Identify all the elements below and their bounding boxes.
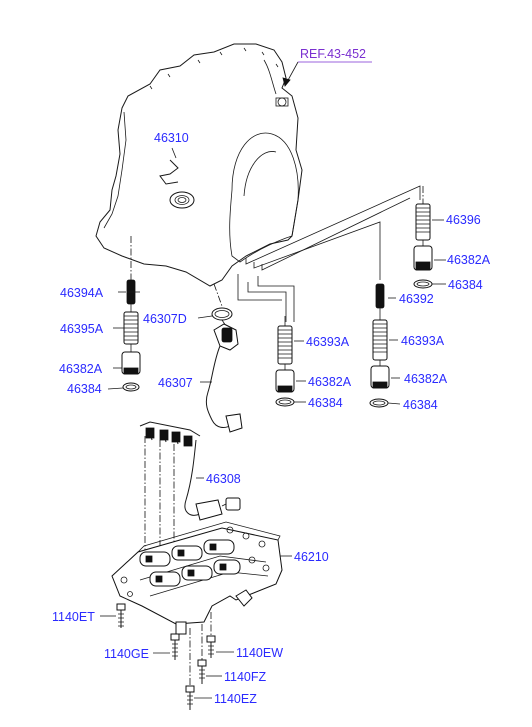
label-46394a: 46394A <box>60 286 104 300</box>
label-leaders <box>100 147 446 699</box>
label-1140fz: 1140FZ <box>224 670 267 684</box>
label-46392: 46392 <box>399 292 434 306</box>
top-right-valve-stack <box>413 186 433 289</box>
label-1140ge: 1140GE <box>104 647 149 661</box>
label-1140ew: 1140EW <box>236 646 283 660</box>
label-46382a-right: 46382A <box>404 372 448 386</box>
center-valve-stack <box>275 316 295 407</box>
label-46384-left: 46384 <box>67 382 102 396</box>
label-46396: 46396 <box>446 213 481 227</box>
bracket-46310 <box>159 159 195 209</box>
right-valve-stack <box>369 283 390 408</box>
transmission-case <box>95 43 303 287</box>
reference-pointer <box>282 61 372 87</box>
label-46308: 46308 <box>206 472 241 486</box>
label-46393a-center: 46393A <box>306 335 350 349</box>
label-46384-top: 46384 <box>448 278 483 292</box>
label-46210: 46210 <box>294 550 329 564</box>
label-46310: 46310 <box>154 131 189 145</box>
oring-and-cable-46307 <box>205 283 243 433</box>
bolts <box>116 603 216 710</box>
label-46382a-top: 46382A <box>447 253 491 267</box>
label-46382a-left: 46382A <box>59 362 103 376</box>
harness-leaders <box>144 436 175 552</box>
label-46307: 46307 <box>158 376 193 390</box>
label-1140ez: 1140EZ <box>214 692 257 706</box>
label-46382a-center: 46382A <box>308 375 352 389</box>
left-valve-stack <box>121 236 141 392</box>
wire-harness-46308 <box>139 421 241 521</box>
label-46307d: 46307D <box>143 312 187 326</box>
reference-label: REF.43-452 <box>300 47 366 61</box>
valve-body-46210 <box>111 521 283 635</box>
label-46395a: 46395A <box>60 322 104 336</box>
label-46393a-right: 46393A <box>401 334 445 348</box>
label-46384-right: 46384 <box>403 398 438 412</box>
leader-lines <box>237 185 421 322</box>
part-labels: REF.43-452 46310 46396 46382A 46384 4639… <box>52 47 491 706</box>
label-1140et: 1140ET <box>52 610 95 624</box>
label-46384-center: 46384 <box>308 396 343 410</box>
